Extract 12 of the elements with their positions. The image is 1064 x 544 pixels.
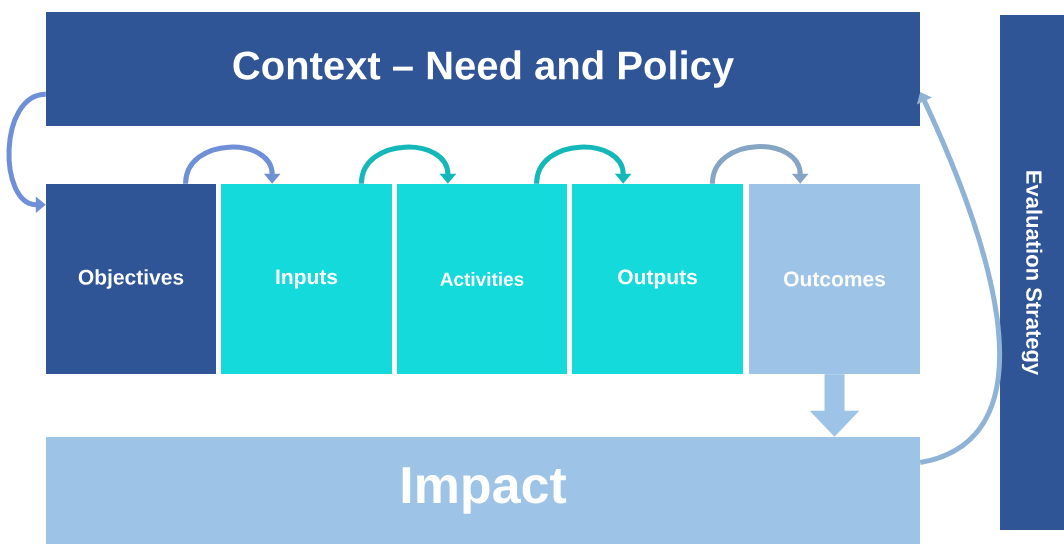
- stage-box: Objectives: [46, 184, 216, 374]
- impact-band: Impact: [46, 437, 920, 544]
- curved-arrow: [534, 144, 632, 185]
- side-bar: Evaluation Strategy: [1000, 15, 1064, 530]
- heading-band: Context – Need and Policy: [46, 12, 920, 126]
- stage-box: Outcomes: [749, 184, 920, 374]
- curved-arrow: [358, 144, 457, 185]
- stage-box: Outputs: [572, 184, 743, 374]
- curved-arrow: [183, 144, 281, 185]
- stage-box: Inputs: [221, 184, 392, 374]
- stage-box: Activities: [397, 184, 567, 374]
- curved-arrow: [709, 144, 809, 185]
